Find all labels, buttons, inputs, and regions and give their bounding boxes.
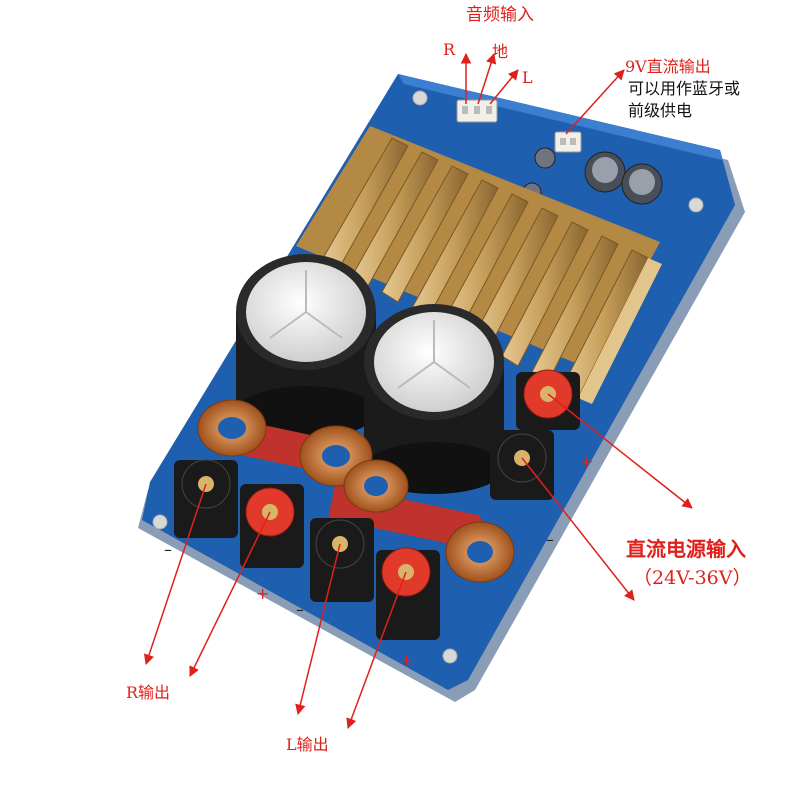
l-out-plus-mark: + — [400, 650, 414, 669]
9v-output-note-line1: 可以用作蓝牙或 — [628, 79, 741, 98]
arrow-dc-minus — [521, 457, 635, 601]
9v-output-note-line2: 前级供电 — [628, 101, 693, 120]
arrow-l-out-minus — [295, 543, 341, 716]
dc-input-label: 直流电源输入 — [626, 537, 746, 561]
audio-input-label: 音频输入 — [466, 5, 534, 25]
arrow-l-input — [489, 69, 519, 105]
dc-minus-mark: – — [546, 530, 554, 549]
ground-label: 地 — [492, 42, 509, 61]
r-input-label: R — [443, 40, 456, 59]
l-output-terminals — [310, 518, 440, 640]
9v-output-label: 9V直流输出 — [625, 57, 711, 76]
filter-capacitor-left — [236, 254, 376, 438]
output-filter — [197, 399, 515, 583]
arrow-9v-output — [565, 69, 625, 135]
audio-input-connector — [456, 99, 498, 123]
arrow-r-out-plus — [189, 511, 271, 677]
dc-plus-mark: + — [580, 452, 594, 471]
arrow-l-out-plus — [346, 571, 407, 729]
filter-capacitor-right — [364, 304, 504, 494]
heatsink — [296, 126, 662, 404]
l-out-minus-mark: – — [296, 600, 304, 619]
r-output-terminals — [174, 459, 304, 568]
r-out-minus-mark: – — [164, 540, 172, 559]
9v-output-connector — [554, 131, 582, 153]
r-output-label: R输出 — [126, 683, 171, 702]
l-input-label: L — [522, 68, 533, 87]
l-output-label: L输出 — [286, 735, 329, 754]
arrow-ground — [477, 52, 497, 105]
dc-input-range: （24V-36V） — [633, 567, 752, 589]
small-capacitors — [522, 147, 663, 205]
arrow-r-out-minus — [144, 483, 207, 665]
annotation-arrows — [144, 52, 693, 729]
arrow-dc-plus — [547, 393, 693, 509]
mounting-holes — [152, 90, 704, 664]
r-out-plus-mark: + — [256, 584, 270, 603]
